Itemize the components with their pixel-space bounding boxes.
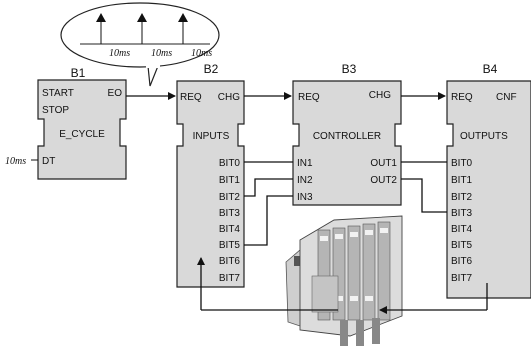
interval-label: 10ms: [151, 48, 172, 59]
data-connection: [244, 195, 293, 246]
block-type-name: INPUTS: [193, 131, 230, 142]
block-type-name: E_CYCLE: [59, 129, 105, 140]
block-type-name: OUTPUTS: [460, 131, 508, 142]
data-input-label: IN3: [297, 192, 313, 203]
data-input-label: BIT2: [451, 192, 473, 203]
event-output-label: CNF: [496, 92, 517, 103]
block-b4: B4 REQ CNF OUTPUTS BIT0 BIT1 BIT2 BIT3 B…: [446, 62, 531, 299]
data-output-label: BIT6: [219, 256, 241, 267]
event-output-label: CHG: [369, 90, 391, 101]
block-b3: B3 REQ CHG CONTROLLER IN1 IN2 IN3 OUT1 O…: [292, 62, 402, 206]
data-output-label: BIT1: [219, 175, 241, 186]
data-input-label: IN2: [297, 175, 313, 186]
dt-value-label: 10ms: [5, 156, 26, 167]
event-input-label: START: [42, 88, 74, 99]
data-output-label: OUT1: [370, 158, 397, 169]
data-connection: [401, 178, 447, 213]
data-output-label: BIT4: [219, 224, 241, 235]
event-input-label: REQ: [180, 92, 202, 103]
tick-arrow: [178, 13, 188, 44]
data-input-label: BIT6: [451, 256, 473, 267]
block-title: B3: [342, 62, 357, 76]
tick-arrow: [137, 13, 147, 44]
event-input-label: REQ: [451, 92, 473, 103]
block-b1: B1 START STOP EO E_CYCLE DT 10ms: [5, 66, 127, 180]
data-input-label: BIT0: [451, 158, 473, 169]
tick-arrow: [96, 13, 106, 44]
interval-label: 10ms: [109, 48, 130, 59]
data-output-label: OUT2: [370, 175, 397, 186]
timing-bubble: 10ms 10ms 10ms: [60, 2, 220, 87]
data-output-label: BIT3: [219, 208, 241, 219]
data-input-label: BIT4: [451, 224, 473, 235]
data-connection: [244, 178, 293, 197]
block-title: B2: [204, 62, 219, 76]
data-input-label: BIT5: [451, 240, 473, 251]
event-input-label: REQ: [298, 92, 320, 103]
block-b2: B2 REQ CHG INPUTS BIT0 BIT1 BIT2 BIT3 BI…: [176, 62, 245, 288]
data-output-label: BIT0: [219, 158, 241, 169]
event-input-label: STOP: [42, 105, 69, 116]
data-input-label: BIT3: [451, 208, 473, 219]
event-output-label: EO: [108, 88, 123, 99]
block-title: B4: [483, 62, 498, 76]
block-title: B1: [71, 66, 86, 80]
data-input-label: BIT7: [451, 273, 473, 284]
data-output-label: BIT5: [219, 240, 241, 251]
data-input-label: DT: [42, 156, 55, 167]
plc-hardware-image: [285, 215, 403, 346]
data-output-label: BIT2: [219, 192, 241, 203]
event-output-label: CHG: [218, 92, 240, 103]
block-type-name: CONTROLLER: [313, 131, 381, 142]
data-output-label: BIT7: [219, 273, 241, 284]
interval-label: 10ms: [191, 48, 212, 59]
data-input-label: IN1: [297, 158, 313, 169]
data-input-label: BIT1: [451, 175, 473, 186]
